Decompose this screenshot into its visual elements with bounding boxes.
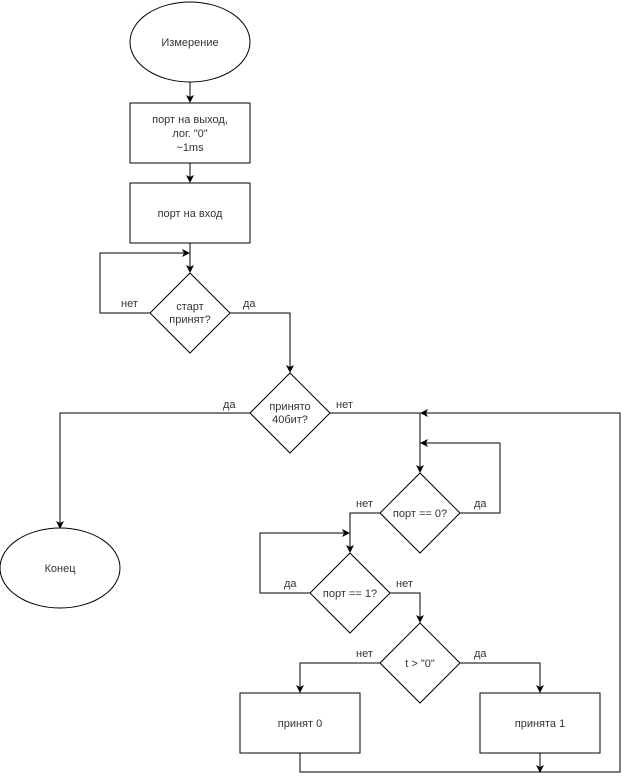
edge-p0-yes-loop xyxy=(420,439,501,514)
edge-bits-yes-to-end xyxy=(56,412,250,529)
node-port-eq-0: порт == 0? xyxy=(379,472,461,554)
node-received-0-label: принят 0 xyxy=(278,718,322,730)
node-port-eq-1: порт == 1? xyxy=(309,552,391,634)
edge-label-bits-yes: да xyxy=(223,399,236,411)
edge-bits-no xyxy=(330,412,424,473)
node-end: Конец xyxy=(0,527,121,609)
node-port-out: порт на выход, лог. "0" ~1ms xyxy=(129,102,251,164)
node-received-1-label: принята 1 xyxy=(515,718,565,730)
node-end-label: Конец xyxy=(44,563,76,575)
node-port-out-line-2: лог. "0" xyxy=(172,128,207,140)
node-received-40-line-2: 40бит? xyxy=(272,414,308,426)
node-received-40-line-1: принято xyxy=(269,401,310,413)
edge-t-yes xyxy=(460,662,544,693)
edge-label-t-no: нет xyxy=(356,648,373,660)
node-port-eq-1-label: порт == 1? xyxy=(323,588,377,600)
edge-label-p0-no: нет xyxy=(356,498,373,510)
node-received-0: принят 0 xyxy=(239,692,361,754)
node-start: Измерение xyxy=(129,1,251,83)
node-port-in: порт на вход xyxy=(129,182,251,244)
node-port-out-line-3: ~1ms xyxy=(176,142,204,154)
node-t-gt-0: t > "0" xyxy=(379,622,461,704)
edge-p1-no xyxy=(390,592,424,623)
edge-label-p1-no: нет xyxy=(396,578,413,590)
edge-start-yes xyxy=(230,312,294,373)
node-start-received-line-1: старт xyxy=(176,301,203,313)
edge-t-no xyxy=(296,662,380,693)
edge-label-p1-yes: да xyxy=(284,578,297,590)
edge-received-0-loop xyxy=(299,409,621,773)
node-port-in-label: порт на вход xyxy=(158,208,223,220)
node-port-eq-0-label: порт == 0? xyxy=(393,508,447,520)
edge-p0-no xyxy=(346,512,380,553)
edges xyxy=(56,82,621,773)
node-start-received: старт принят? xyxy=(149,272,231,354)
node-received-1: принята 1 xyxy=(479,692,601,754)
node-port-out-line-1: порт на выход, xyxy=(152,114,228,126)
node-t-gt-0-label: t > "0" xyxy=(405,658,435,670)
edge-labels: нет да да нет нет да да нет нет да xyxy=(121,298,487,660)
node-received-40: принято 40бит? xyxy=(249,372,331,454)
node-start-label: Измерение xyxy=(161,37,218,49)
edge-label-start-yes: да xyxy=(243,298,256,310)
edge-label-t-yes: да xyxy=(474,648,487,660)
edge-start-no-loop xyxy=(99,249,190,314)
edge-label-start-no: нет xyxy=(121,298,138,310)
node-start-received-line-2: принят? xyxy=(169,314,210,326)
edge-label-bits-no: нет xyxy=(336,399,353,411)
edge-label-p0-yes: да xyxy=(474,498,487,510)
edge-p1-yes-loop xyxy=(259,529,350,594)
